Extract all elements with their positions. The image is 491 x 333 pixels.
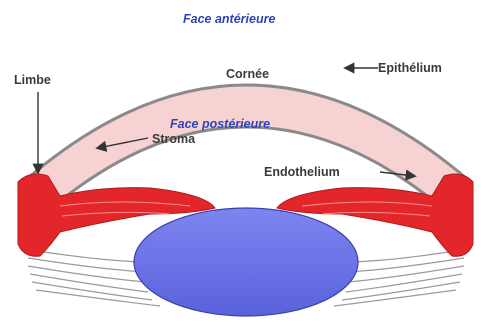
label-face-posterieure: Face postérieure [170, 117, 270, 131]
label-epithelium: Epithélium [378, 61, 442, 75]
label-limbe: Limbe [14, 73, 51, 87]
label-face-anterieure: Face antérieure [183, 12, 275, 26]
label-cornee: Cornée [226, 67, 269, 81]
label-endothelium: Endothelium [264, 165, 340, 179]
label-stroma: Stroma [152, 132, 196, 146]
cornea [28, 85, 466, 206]
lens [134, 208, 358, 316]
